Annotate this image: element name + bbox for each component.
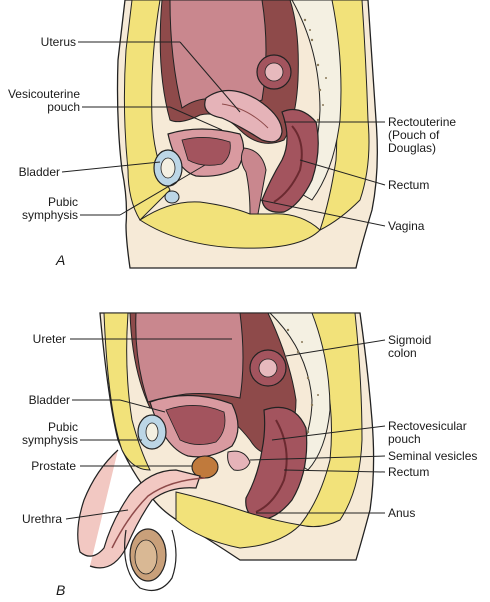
label-urethra: Urethra (21, 512, 62, 526)
male-sacrum-dots (286, 328, 319, 434)
male-intestine-loops (135, 312, 244, 403)
testis-inner (134, 539, 158, 575)
label-sigmoid-colon: Sigmoid colon (388, 333, 432, 360)
female-rectum-lumen (273, 125, 303, 203)
female-sacrum (291, 0, 342, 201)
male-sigmoid-colon (249, 349, 287, 387)
panel-letter-b: B (56, 582, 66, 598)
label-vesicouterine-pouch: Vesicouterine pouch (7, 87, 80, 114)
label-anus: Anus (388, 506, 416, 520)
label-bladder-male: Bladder (28, 393, 70, 407)
panel-letter-a: A (56, 252, 66, 268)
female-pubic-symphysis-inner (160, 157, 176, 179)
label-prostate: Prostate (31, 459, 76, 473)
male-bladder-lumen (165, 405, 226, 445)
male-rectum-lumen (255, 419, 288, 513)
female-perineum (139, 201, 321, 249)
scrotum (124, 529, 177, 591)
label-seminal-vesicles: Seminal vesicles (388, 449, 478, 463)
female-sigmoid-colon (256, 54, 292, 90)
female-pelvis-section (116, 0, 378, 269)
label-rectouterine-pouch: Rectouterine (Pouch of Douglas) (388, 115, 457, 155)
female-leader-lines (61, 41, 386, 227)
label-pubic-symphysis-female: Pubic symphysis (21, 195, 78, 222)
uterus-cavity (221, 103, 269, 129)
label-rectum-female: Rectum (388, 178, 430, 192)
male-perineum (175, 491, 302, 549)
label-rectum-male: Rectum (388, 465, 430, 479)
label-vagina: Vagina (388, 219, 425, 233)
seminal-vesicles (227, 450, 251, 471)
female-bladder-lumen (181, 137, 231, 166)
male-pelvis-section (77, 312, 375, 591)
label-bladder-female: Bladder (18, 165, 60, 179)
label-uterus: Uterus (40, 35, 76, 49)
urethra-line (111, 477, 206, 549)
uterus (204, 89, 283, 143)
male-leader-lines (65, 338, 386, 520)
label-pubic-symphysis-male: Pubic symphysis (21, 420, 78, 447)
male-pubic-symphysis-inner (145, 422, 159, 442)
male-posterior-fat (299, 312, 363, 528)
label-ureter: Ureter (32, 332, 66, 346)
penis (77, 449, 201, 569)
label-rectovesicular-pouch: Rectovesicular pouch (388, 419, 467, 446)
female-pubic-lower (164, 190, 180, 204)
male-abdominal-fat (103, 312, 151, 471)
